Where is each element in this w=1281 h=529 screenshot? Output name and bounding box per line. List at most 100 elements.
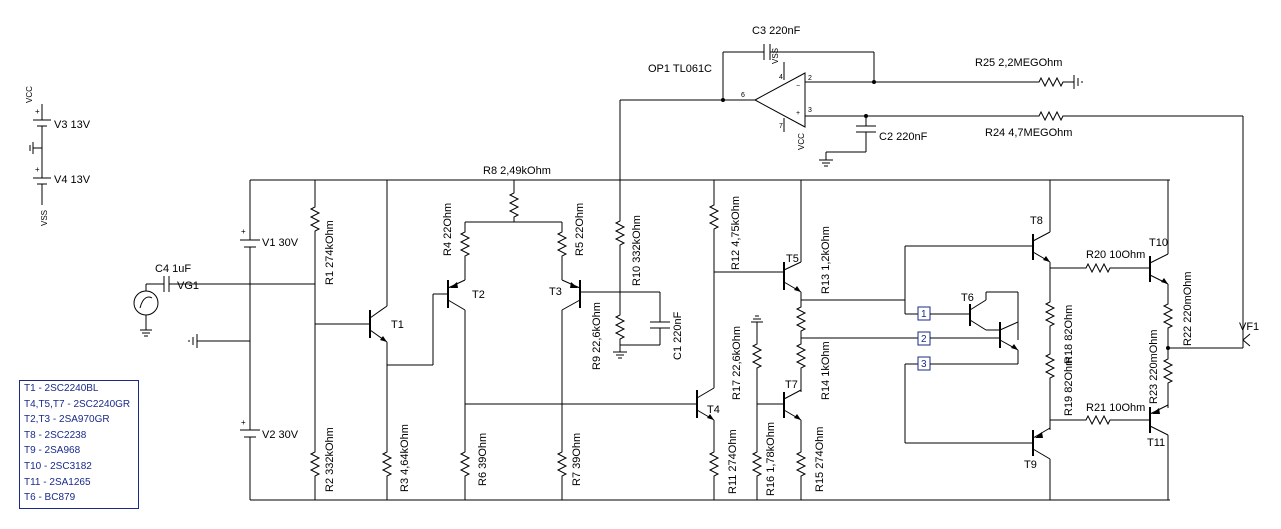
label-t3: T3	[549, 286, 562, 298]
label-t10: T10	[1149, 237, 1168, 249]
label-r1: R1 274kOhm	[324, 220, 336, 285]
resistor-r14	[796, 339, 806, 371]
capacitor-c4	[163, 276, 170, 292]
vss-label-op: VSS	[771, 48, 780, 64]
label-t5: T5	[786, 253, 799, 265]
resistor-r25	[1034, 77, 1066, 87]
legend-row: T9 - 2SA968	[24, 445, 81, 457]
ground-r25	[1073, 75, 1083, 89]
label-r16: R16 1,78kOhm	[765, 422, 777, 496]
resistor-r11	[709, 447, 719, 479]
ground-c2	[819, 152, 833, 167]
label-r13: R13 1,2kOhm	[820, 226, 832, 294]
label-vf1: VF1	[1239, 321, 1259, 333]
legend-row: T4,T5,T7 - 2SC2240GR	[24, 398, 131, 410]
resistor-r12	[709, 200, 719, 232]
vcc-label-op: VCC	[797, 133, 806, 150]
svg-text:−: −	[796, 83, 800, 90]
label-r19: R19 82Ohm	[1063, 357, 1075, 416]
resistor-r9	[615, 310, 625, 342]
transistor-t2	[447, 279, 466, 311]
legend-row: T11 - 2SA1265	[24, 476, 91, 488]
svg-text:+: +	[241, 418, 246, 427]
label-v3: V3 13V	[54, 119, 91, 131]
ground-mid	[188, 334, 250, 348]
battery-v1: +	[240, 227, 260, 256]
resistor-r19	[1045, 349, 1055, 381]
resistor-r7	[557, 447, 567, 479]
output-terminal-vf1	[1242, 333, 1251, 347]
resistor-r18	[1045, 297, 1055, 329]
label-r20: R20 10Ohm	[1086, 249, 1145, 261]
signal-source-vg1	[133, 284, 159, 337]
opamp-op1: − +	[753, 72, 806, 128]
ground-r9	[613, 351, 627, 359]
resistor-r20	[1081, 263, 1113, 273]
label-v1: V1 30V	[262, 237, 299, 249]
label-t2: T2	[472, 289, 485, 301]
op-pin-7: 7	[779, 123, 783, 130]
pin-label-2: 2	[921, 334, 927, 345]
label-t4: T4	[707, 404, 720, 416]
label-r3: R3 4,64kOhm	[399, 424, 411, 492]
op-pin-3: 3	[808, 107, 812, 114]
label-r11: R11 274Ohm	[727, 429, 739, 494]
label-t1: T1	[391, 319, 404, 331]
label-t8: T8	[1030, 215, 1043, 227]
transistor-t1	[369, 305, 388, 343]
label-r7: R7 39Ohm	[571, 433, 583, 486]
vcc-label-top: VCC	[25, 86, 34, 103]
label-r4: R4 22Ohm	[442, 203, 454, 256]
label-c1: C1 220nF	[672, 311, 684, 360]
legend-row: T1 - 2SC2240BL	[24, 383, 99, 394]
capacitor-c1	[650, 321, 670, 329]
svg-text:+: +	[35, 165, 40, 174]
legend-row: T10 - 2SC3182	[24, 460, 92, 472]
resistor-r3	[382, 447, 392, 479]
legend-row: T2,T3 - 2SA970GR	[24, 414, 110, 426]
label-t6: T6	[961, 292, 974, 304]
label-r25: R25 2,2MEGOhm	[975, 57, 1062, 69]
svg-text:+: +	[241, 227, 246, 236]
legend-row: T8 - 2SC2238	[24, 429, 87, 441]
resistor-r8	[509, 188, 519, 220]
battery-v4: +	[33, 162, 51, 205]
label-r17: R17 22,6kOhm	[731, 326, 743, 400]
transistor-t6	[969, 291, 1019, 364]
label-r9: R9 22,6kOhm	[591, 302, 603, 370]
op-pin-6: 6	[741, 92, 745, 99]
resistor-r4	[460, 227, 470, 259]
label-r10: R10 332kOhm	[631, 215, 643, 286]
capacitor-c3	[763, 44, 771, 60]
transistor-t7	[783, 389, 802, 421]
label-v4: V4 13V	[54, 174, 91, 186]
svg-text:+: +	[35, 107, 40, 116]
label-r6: R6 39Ohm	[477, 433, 489, 486]
transistor-t8	[1032, 231, 1051, 263]
label-t7: T7	[785, 379, 798, 391]
label-c2: C2 220nF	[879, 131, 928, 143]
transistor-t3	[561, 279, 581, 311]
transistor-t10	[1149, 253, 1169, 285]
transistor-t11	[1149, 404, 1169, 436]
label-r15: R15 274Ohm	[814, 427, 826, 492]
label-r12: R12 4,75kOhm	[730, 196, 742, 270]
resistor-r2	[310, 447, 320, 479]
resistor-r23	[1163, 354, 1173, 386]
resistor-r6	[460, 447, 470, 479]
resistor-r21	[1081, 415, 1113, 425]
label-r21: R21 10Ohm	[1086, 402, 1145, 414]
battery-v3: +	[33, 104, 51, 148]
resistor-r15	[796, 447, 806, 479]
label-r24: R24 4,7MEGOhm	[985, 127, 1072, 139]
ground-r17	[751, 315, 763, 332]
op-pin-2: 2	[808, 75, 812, 82]
label-r8: R8 2,49kOhm	[483, 165, 551, 177]
resistor-r5	[557, 227, 567, 259]
label-op1: OP1 TL061C	[648, 63, 712, 75]
pin-label-1: 1	[921, 309, 927, 320]
resistor-r10	[615, 216, 625, 248]
pin-label-3: 3	[921, 359, 927, 370]
battery-v2: +	[240, 418, 260, 442]
